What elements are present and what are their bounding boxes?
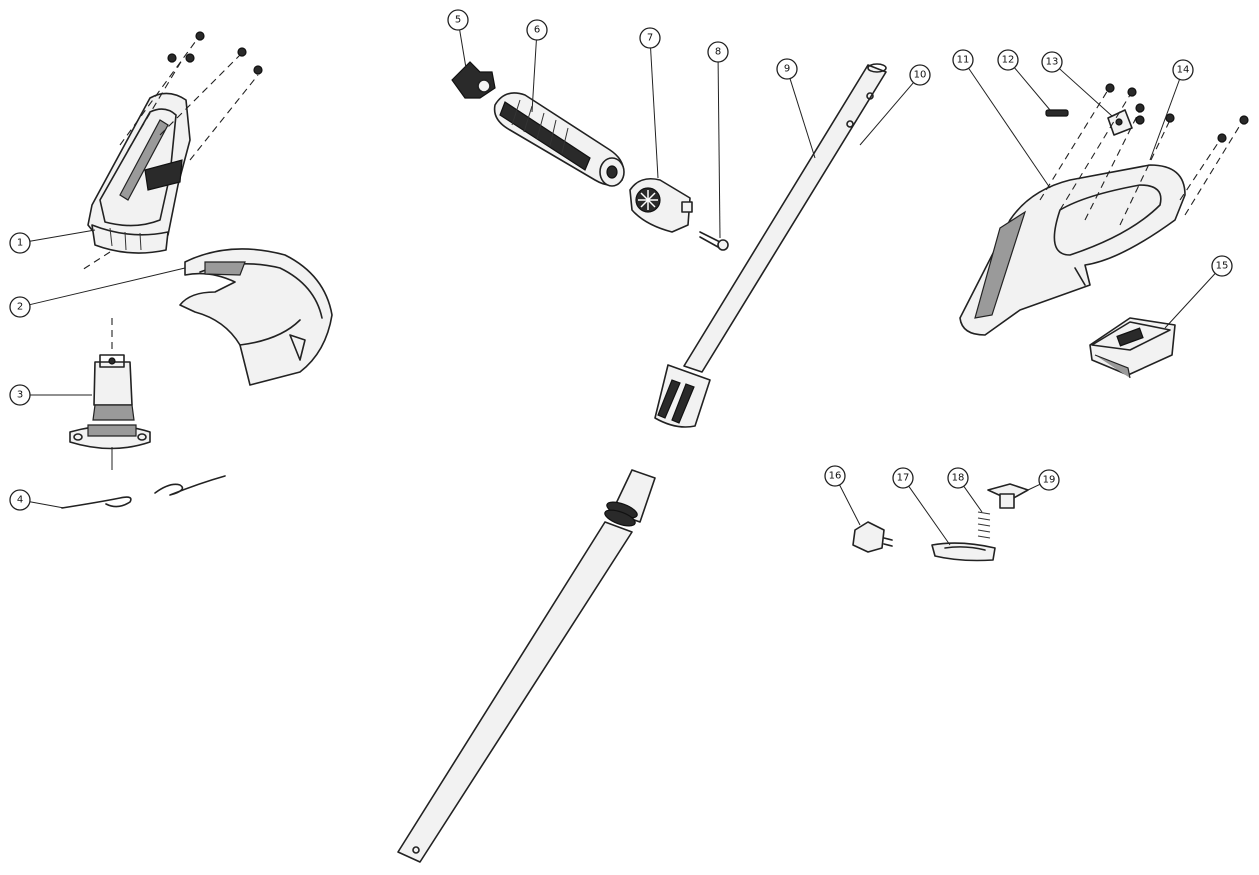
part-trigger-spring — [977, 511, 991, 539]
callout-number: 7 — [647, 33, 653, 44]
callout-c5: 5 — [447, 9, 469, 69]
callout-circle — [1172, 59, 1194, 81]
part-pin — [699, 231, 729, 251]
callout-leader-line — [908, 485, 951, 546]
callout-number: 15 — [1216, 261, 1229, 272]
part-spring — [1045, 109, 1069, 117]
callout-leader-line — [968, 67, 1051, 189]
callout-c14: 14 — [1149, 59, 1194, 161]
callout-leader-line — [1149, 79, 1181, 161]
callout-leader-line — [29, 267, 186, 306]
callout-number: 6 — [534, 25, 540, 36]
callout-leader-line — [459, 29, 467, 69]
callout-c18: 18 — [947, 467, 983, 513]
callout-circle — [9, 232, 31, 254]
callout-circle — [824, 465, 846, 487]
callout-circle — [1038, 469, 1060, 491]
callout-circle — [952, 49, 974, 71]
callout-circle — [9, 489, 31, 511]
part-guard — [179, 248, 333, 386]
callout-c4: 4 — [9, 489, 65, 511]
callout-number: 18 — [952, 473, 965, 484]
callout-c17: 17 — [892, 467, 951, 546]
callout-leader-line — [1164, 273, 1216, 329]
callout-c9: 9 — [776, 58, 816, 159]
callout-leader-line — [789, 78, 816, 159]
part-spool-motor — [69, 318, 151, 470]
callout-leader-line — [717, 61, 721, 239]
callout-number: 17 — [897, 473, 910, 484]
callout-c16: 16 — [824, 465, 861, 526]
callout-circle — [526, 19, 548, 41]
part-trimmer-line — [61, 475, 226, 509]
part-lower-shaft — [397, 469, 656, 863]
callout-c12: 12 — [997, 49, 1051, 111]
callout-number: 5 — [455, 15, 461, 26]
callout-circle — [947, 467, 969, 489]
callout-number: 9 — [784, 64, 790, 75]
callout-leader-line — [29, 501, 65, 509]
part-main-handle — [959, 164, 1186, 336]
callout-number: 12 — [1002, 55, 1015, 66]
callout-circle — [909, 64, 931, 86]
callout-c2: 2 — [9, 267, 186, 318]
callout-leader-line — [839, 484, 861, 526]
callout-leader-line — [1059, 68, 1113, 117]
callout-number: 10 — [914, 70, 927, 81]
callout-number: 13 — [1046, 57, 1059, 68]
callout-circle — [1041, 51, 1063, 73]
callout-number: 16 — [829, 471, 842, 482]
part-clamp — [629, 177, 693, 233]
callout-c6: 6 — [526, 19, 548, 113]
callout-leader-line — [650, 47, 659, 179]
callout-circle — [997, 49, 1019, 71]
callout-c3: 3 — [9, 384, 92, 406]
callout-c1a: 1 — [9, 229, 96, 254]
part-switch — [852, 521, 893, 553]
callout-leader-line — [859, 82, 914, 146]
part-battery — [1089, 317, 1176, 379]
callout-c19: 19 — [1027, 469, 1060, 491]
callout-c8: 8 — [707, 41, 729, 239]
callout-leader-line — [1014, 67, 1051, 111]
part-trigger — [931, 542, 996, 562]
callout-number: 2 — [17, 302, 23, 313]
callout-c13: 13 — [1041, 51, 1113, 117]
callout-leader-line — [531, 39, 537, 113]
callout-c10: 10 — [859, 64, 931, 146]
callout-number: 4 — [17, 495, 23, 506]
callout-number: 1 — [17, 238, 23, 249]
callout-number: 11 — [957, 55, 970, 66]
callout-circle — [9, 296, 31, 318]
callout-c7: 7 — [639, 27, 661, 179]
part-upper-shaft — [654, 63, 887, 428]
part-screws — [1039, 83, 1249, 226]
callout-leader-line — [963, 485, 983, 513]
callout-number: 3 — [17, 390, 23, 401]
callout-circle — [892, 467, 914, 489]
part-motor-housing — [81, 31, 263, 271]
part-knob — [451, 61, 496, 99]
callout-number: 19 — [1043, 475, 1056, 486]
callout-leader-line — [1027, 483, 1041, 491]
callout-c11: 11 — [952, 49, 1051, 189]
part-lock-button — [987, 483, 1029, 509]
part-bracket — [1107, 109, 1133, 136]
callout-circle — [639, 27, 661, 49]
callout-circle — [447, 9, 469, 31]
callout-circle — [1211, 255, 1233, 277]
callout-c15: 15 — [1164, 255, 1233, 329]
callout-leader-line — [29, 229, 96, 242]
callout-number: 8 — [715, 47, 721, 58]
callout-circle — [707, 41, 729, 63]
callout-circle — [776, 58, 798, 80]
callout-number: 14 — [1177, 65, 1190, 76]
callout-circle — [9, 384, 31, 406]
part-grip-handle — [493, 92, 625, 187]
